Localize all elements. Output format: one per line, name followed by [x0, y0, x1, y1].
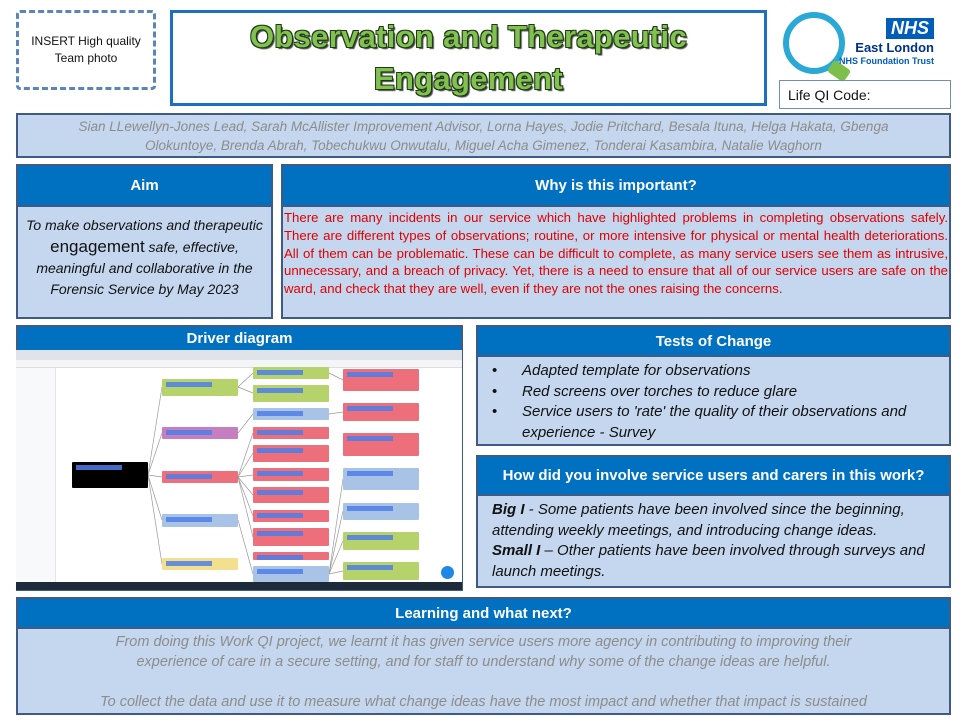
browser-tabs	[16, 350, 462, 360]
tests-panel: Tests of Change • Adapted template for ob…	[476, 325, 951, 446]
aim-heading: Aim	[18, 166, 271, 207]
team-members: Sian LLewellyn-Jones Lead, Sarah McAllis…	[16, 113, 951, 158]
secondary-driver-node	[253, 566, 329, 582]
app-sidebar	[16, 368, 56, 582]
learning-heading: Learning and what next?	[18, 599, 949, 629]
why-panel: Why is this important? There are many in…	[281, 164, 951, 319]
involve-text: Big I - Some patients have been involved…	[478, 496, 949, 582]
org-name: East London	[855, 40, 934, 55]
photo-placeholder-text: INSERT High quality Team photo	[31, 34, 141, 65]
team-line-1: Sian LLewellyn-Jones Lead, Sarah McAllis…	[78, 119, 889, 134]
quality-improvement-logo-icon	[783, 12, 852, 83]
list-item: • Service users to 'rate' the quality of …	[492, 402, 941, 443]
team-line-2: Olokuntoye, Brenda Abrah, Tobechukwu Onw…	[145, 138, 822, 153]
tests-list: • Adapted template for observations • Red …	[478, 357, 949, 443]
secondary-driver-node	[253, 367, 329, 379]
involve-heading: How did you involve service users and ca…	[478, 457, 949, 496]
driver-aim-node	[72, 462, 148, 488]
secondary-driver-node	[253, 427, 329, 439]
aim-text-a: To make observations and therapeutic	[26, 217, 263, 233]
learning-line: experience of care in a secure setting, …	[136, 654, 831, 670]
nhs-logo: NHS	[886, 18, 934, 39]
big-i-text: - Some patients have been involved since…	[492, 501, 905, 539]
poster-title-box: Observation and Therapeutic Engagement	[170, 10, 767, 106]
list-item: • Red screens over torches to reduce glar…	[492, 382, 941, 403]
bullet: •	[492, 382, 498, 400]
driver-connectors	[147, 372, 344, 575]
small-i-label: Small I	[492, 542, 541, 559]
bullet: •	[492, 403, 498, 420]
learning-panel: Learning and what next? From doing this …	[16, 597, 951, 715]
life-qi-code-field: Life QI Code:	[779, 80, 951, 109]
secondary-driver-node	[253, 487, 329, 503]
why-text: There are many incidents in our service …	[284, 210, 948, 297]
primary-driver-node	[162, 427, 238, 439]
change-idea-node	[343, 562, 419, 580]
aim-text-b: safe, effective, meaningful and collabor…	[36, 239, 253, 297]
driver-heading: Driver diagram	[18, 327, 461, 352]
browser-address-bar	[16, 360, 462, 368]
bullet: •	[492, 362, 498, 379]
aim-text: To make observations and therapeutic eng…	[18, 207, 271, 300]
secondary-driver-node	[253, 408, 329, 420]
involve-panel: How did you involve service users and ca…	[476, 455, 951, 588]
primary-driver-node	[162, 379, 238, 396]
secondary-driver-node	[253, 385, 329, 402]
primary-driver-node	[162, 558, 238, 570]
aim-text-emphasis: engagement	[50, 237, 145, 256]
change-idea-node	[343, 403, 419, 421]
tests-heading: Tests of Change	[478, 327, 949, 357]
change-idea-node	[343, 369, 419, 391]
title-line-2: Engagement	[373, 61, 564, 96]
primary-driver-node	[162, 471, 238, 483]
change-idea-node	[343, 468, 419, 490]
taskbar	[16, 582, 462, 590]
learning-line: From doing this Work QI project, we lear…	[115, 634, 852, 650]
test-item-text: Service users to 'rate' the quality of t…	[522, 403, 907, 441]
secondary-driver-node	[253, 528, 329, 546]
list-item: • Adapted template for observations	[492, 361, 941, 382]
learning-text: From doing this Work QI project, we lear…	[18, 629, 949, 712]
big-i-label: Big I	[492, 501, 525, 518]
change-idea-node	[343, 503, 419, 520]
team-photo-placeholder: INSERT High quality Team photo	[16, 10, 156, 90]
primary-driver-node	[162, 514, 238, 527]
aim-panel: Aim To make observations and therapeutic…	[16, 164, 273, 319]
test-item-text: Red screens over torches to reduce glare	[522, 382, 798, 400]
org-subtitle: NHS Foundation Trust	[839, 56, 934, 66]
secondary-driver-node	[253, 468, 329, 481]
why-heading: Why is this important?	[283, 166, 949, 207]
test-item-text: Adapted template for observations	[522, 362, 751, 379]
change-idea-node	[343, 433, 419, 456]
next-steps-line: To collect the data and use it to measur…	[100, 694, 867, 710]
title-line-1: Observation and Therapeutic	[249, 19, 688, 54]
poster-title: Observation and Therapeutic Engagement	[250, 16, 687, 100]
secondary-driver-node	[253, 552, 329, 560]
secondary-driver-node	[253, 445, 329, 462]
change-idea-node	[343, 532, 419, 550]
secondary-driver-node	[253, 510, 329, 522]
driver-diagram-image	[16, 350, 462, 590]
chat-icon	[441, 566, 454, 579]
small-i-text: – Other patients have been involved thro…	[492, 542, 925, 580]
